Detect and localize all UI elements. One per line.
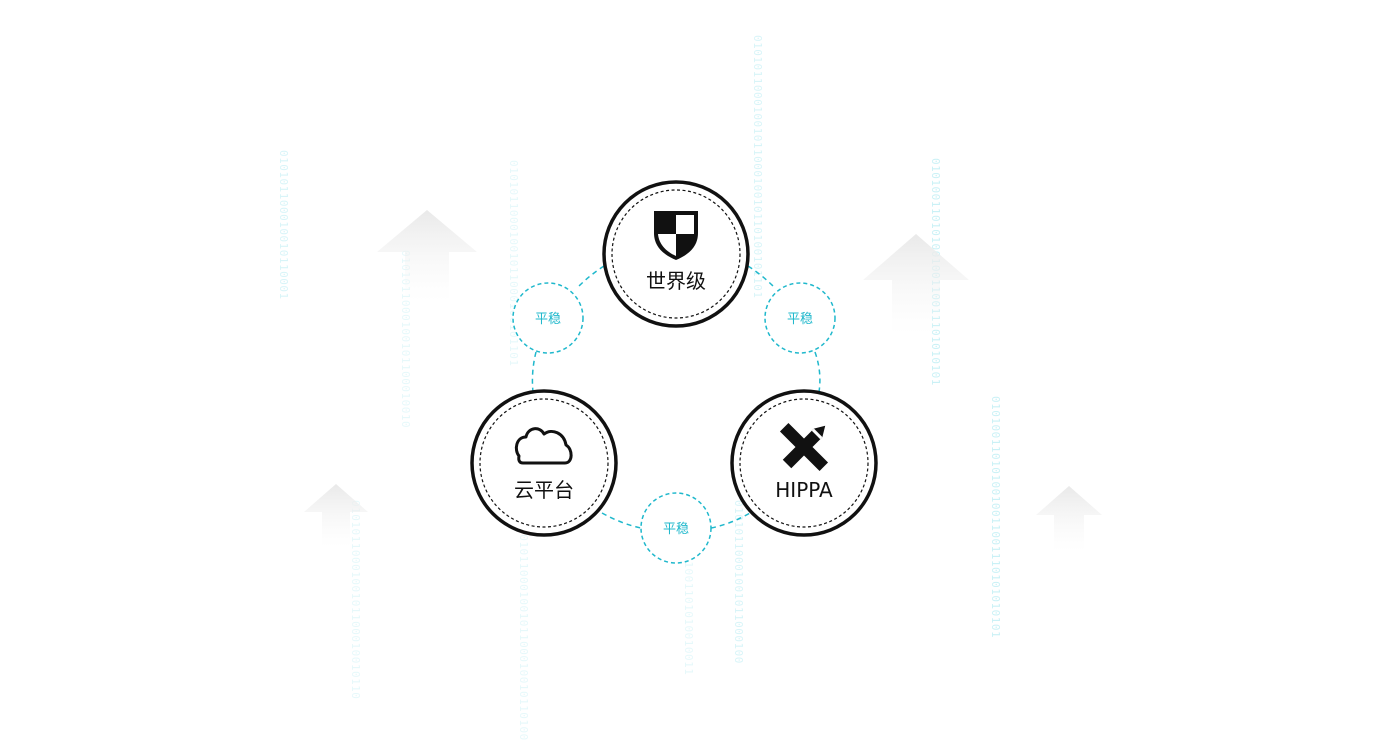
connector-left-top[interactable]: 平稳: [512, 282, 584, 354]
node-right[interactable]: HIPPA: [730, 389, 878, 537]
connector-left-right-label: 平稳: [663, 521, 689, 537]
connector-lines: [531, 265, 821, 529]
binary-stream: 0101001101010010011: [682, 540, 695, 676]
binary-stream: 010101100010010110001: [277, 150, 290, 300]
shield-icon: [654, 211, 698, 260]
binary-stream: 01010110001001011000100: [732, 500, 745, 664]
node-top[interactable]: 世界级: [602, 180, 750, 328]
connector-top-right-label: 平稳: [787, 311, 813, 327]
node-left[interactable]: 云平台: [470, 389, 618, 537]
node-left-label: 云平台: [514, 478, 574, 502]
background-arrow-up-icon: [377, 210, 477, 302]
pencil-ruler-icon: [779, 422, 829, 472]
binary-stream: 0101011000100101100010010110100: [517, 520, 530, 741]
binary-stream: 0101011000100101100010010110: [349, 500, 362, 700]
connector-left-top-label: 平稳: [535, 311, 561, 327]
node-right-label: HIPPA: [775, 478, 833, 502]
binary-stream: 0101001101010010011001110101010101: [989, 396, 1002, 639]
cloud-icon: [514, 427, 573, 465]
binary-stream: 0101011000100101100010010110100101101: [751, 35, 764, 299]
background-arrow-up-icon: [304, 484, 368, 548]
connector-top-right[interactable]: 平稳: [764, 282, 836, 354]
node-top-label: 世界级: [646, 269, 706, 293]
background-arrow-up-icon: [863, 234, 969, 335]
connector-left-right[interactable]: 平稳: [640, 492, 712, 564]
background-arrow-up-icon: [1036, 486, 1102, 552]
